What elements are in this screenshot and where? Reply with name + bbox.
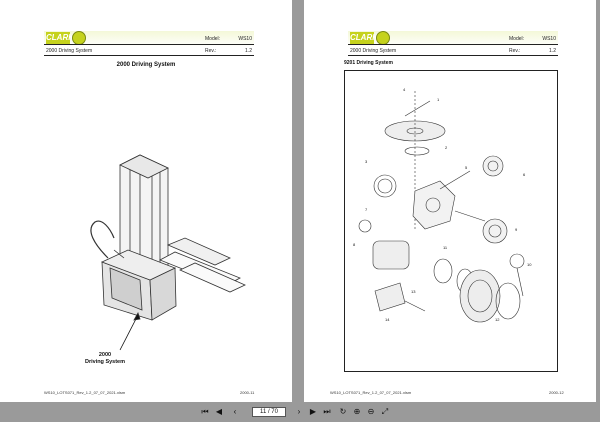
header-divider (44, 44, 254, 45)
svg-text:13: 13 (411, 289, 416, 294)
footer-page-number: 2000-12 (549, 390, 564, 395)
prev-page-arrow-icon[interactable]: ‹ (233, 407, 237, 416)
header-divider-2 (348, 55, 558, 56)
page-title: 2000 Driving System (116, 62, 176, 68)
footer-filename: WS10_LOTS071_Rev_1.2_07_07_2021.xlsm (330, 390, 412, 395)
model-label: Model: (509, 36, 525, 42)
rev-value: 1.2 (549, 48, 556, 54)
brand-badge-icon (376, 31, 390, 45)
model-label: Model: (205, 36, 221, 42)
svg-text:3: 3 (365, 159, 368, 164)
document-page-right: CLARK Model: WS10 2000 Driving System Re… (304, 0, 596, 402)
footer-filename: WS10_LOTS071_Rev_1.2_07_07_2021.xlsm (44, 390, 126, 395)
svg-text:11: 11 (443, 245, 448, 250)
section-name: 2000 Driving System (46, 48, 93, 54)
svg-text:8: 8 (353, 242, 356, 247)
viewer-toolbar: ⏮ ◀ ‹ 11 / 70 › ▶ ⏭ ↻ ⊕ ⊖ ⤢ (0, 402, 600, 422)
footer-page-number: 2000-11 (240, 390, 255, 395)
end-page-icon[interactable]: ⏭ (323, 407, 331, 416)
svg-text:4: 4 (403, 87, 406, 92)
section-name: 2000 Driving System (350, 48, 397, 54)
prev-page-icon[interactable]: ◀ (215, 407, 223, 416)
next-page-icon[interactable]: › (297, 407, 301, 416)
rev-value: 1.2 (245, 48, 252, 54)
zoom-out-icon[interactable]: ⊖ (367, 407, 375, 416)
exploded-diagram-frame: 4 1 2 3 5 6 7 8 9 10 11 12 13 14 (344, 70, 558, 372)
svg-text:6: 6 (523, 172, 526, 177)
header-divider (348, 44, 558, 45)
svg-text:7: 7 (365, 207, 368, 212)
clark-logo: CLARK (350, 32, 378, 44)
model-value: WS10 (542, 36, 556, 42)
svg-text:14: 14 (385, 317, 390, 322)
callout-label: Driving System (84, 359, 126, 365)
svg-text:10: 10 (527, 262, 532, 267)
clark-logo: CLARK (46, 32, 74, 44)
header-divider-2 (44, 55, 254, 56)
svg-text:1: 1 (437, 97, 440, 102)
svg-text:2: 2 (445, 145, 448, 150)
callout-number: 2000 (98, 352, 112, 358)
header-band (348, 31, 558, 47)
svg-text:9: 9 (515, 227, 518, 232)
exploded-parts-diagram: 4 1 2 3 5 6 7 8 9 10 11 12 13 14 (353, 87, 532, 323)
figure-title: 9201 Driving System (344, 60, 393, 66)
rev-label: Rev.: (205, 48, 217, 54)
document-page-left: CLARK Model: WS10 2000 Driving System Re… (0, 0, 292, 402)
svg-text:12: 12 (495, 317, 500, 322)
model-value: WS10 (238, 36, 252, 42)
stacker-illustration (90, 154, 246, 351)
brand-badge-icon (72, 31, 86, 45)
zoom-in-icon[interactable]: ⊕ (353, 407, 361, 416)
first-page-icon[interactable]: ⏮ (201, 407, 209, 416)
page-number-input[interactable]: 11 / 70 (252, 407, 286, 417)
rotate-icon[interactable]: ↻ (339, 407, 347, 416)
last-page-icon[interactable]: ▶ (309, 407, 317, 416)
fit-icon[interactable]: ⤢ (381, 407, 389, 416)
rev-label: Rev.: (509, 48, 521, 54)
header-band (44, 31, 254, 47)
svg-text:5: 5 (465, 165, 468, 170)
